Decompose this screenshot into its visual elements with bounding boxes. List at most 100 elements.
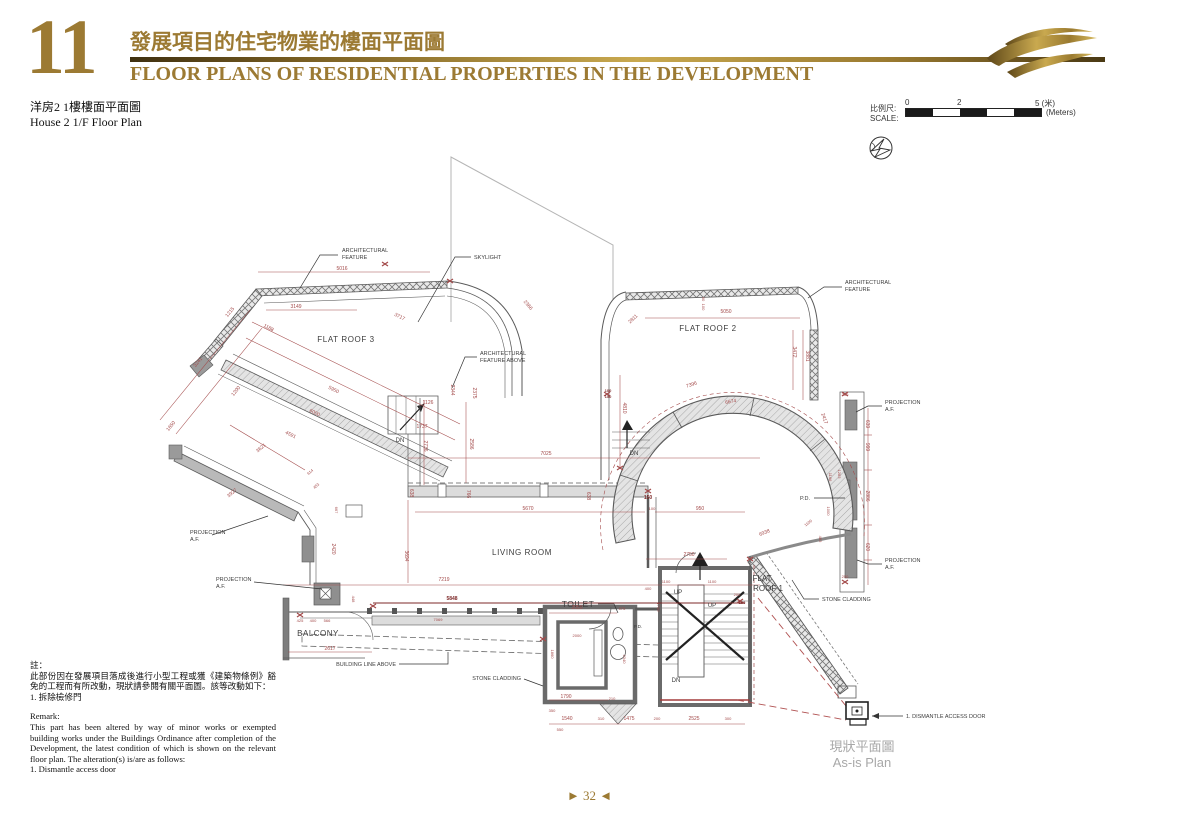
- plan-dimension: 1540: [561, 716, 572, 722]
- plan-dimension: 310: [598, 716, 605, 721]
- plan-dimension: 566: [324, 618, 331, 623]
- plan-label: ARCHITECTURAL: [342, 248, 388, 254]
- plan-label: 1. DISMANTLE ACCESS DOOR: [906, 714, 985, 720]
- plan-dimension: 200: [734, 592, 741, 597]
- plan-label: FLAT: [753, 574, 772, 583]
- plan-dimension: 2375: [471, 387, 477, 398]
- plan-label: DN: [630, 451, 639, 457]
- plan-dimension: 3241: [192, 356, 204, 369]
- plan-dimension: 5670: [522, 506, 533, 512]
- plan-dimension: 3717: [393, 312, 406, 322]
- plan-dimension: 150: [644, 495, 653, 501]
- plan-dimension: 100: [605, 388, 612, 393]
- scale-unit-meters: (Meters): [1046, 108, 1076, 117]
- plan-dimension: 1188: [262, 323, 275, 333]
- plan-dimension: 1000: [826, 507, 831, 517]
- plan-dimension: 2366: [522, 299, 534, 312]
- plan-label: LIVING ROOM: [492, 548, 552, 557]
- plan-label: A.F.: [216, 584, 226, 590]
- scale-bar-labels: 比例尺: SCALE:: [870, 104, 898, 124]
- plan-dimension: 4810: [621, 402, 627, 413]
- plan-dimension: 2617: [324, 646, 335, 652]
- plan-label: ROOF 1: [753, 584, 783, 593]
- plan-subtitle-en: House 2 1/F Floor Plan: [30, 115, 143, 129]
- north-arrow-icon: [869, 136, 893, 160]
- plan-walls: [168, 280, 865, 725]
- scale-tick-0: 0: [905, 98, 910, 107]
- plan-label: A.F.: [885, 565, 895, 571]
- plan-label: A.F.: [190, 537, 200, 543]
- note-en-title: Remark:: [30, 711, 60, 722]
- plan-dimension: 2417: [819, 412, 828, 425]
- plan-dimension: 2750: [683, 552, 694, 558]
- plan-label: STONE CLADDING: [822, 597, 871, 603]
- plan-dimension: 448: [351, 596, 356, 603]
- scale-label-zh: 比例尺:: [870, 104, 897, 113]
- page-title-en: FLOOR PLANS OF RESIDENTIAL PROPERTIES IN…: [130, 63, 814, 85]
- plan-dimension: 7069: [434, 617, 444, 622]
- plan-label: FEATURE: [845, 287, 871, 293]
- plan-dimension: 1215: [224, 306, 236, 319]
- plan-dimension: 550: [557, 727, 564, 732]
- plan-label: A.F.: [885, 407, 895, 413]
- plan-dimension: 3621: [255, 442, 268, 454]
- plan-dimension: 350: [549, 708, 556, 713]
- plan-dimension: 614: [306, 467, 315, 476]
- plan-dimension: 400: [645, 586, 652, 591]
- page-title-zh: 發展項目的住宅物業的樓面平面圖: [130, 30, 445, 54]
- plan-dimension: 150: [605, 394, 612, 399]
- plan-label: DN: [396, 438, 405, 444]
- note-zh-body: 此部份因在發展項目落成後進行小型工程或獲《建築物條例》豁免的工程而有所改動，現狀…: [30, 670, 276, 692]
- plan-label: ARCHITECTURAL: [845, 280, 891, 286]
- plan-label: UP: [708, 603, 716, 609]
- plan-dimension: 999: [864, 443, 870, 452]
- plan-dimension: 2811: [627, 313, 639, 325]
- plan-dimension: 2340: [622, 655, 627, 665]
- plan-label: PROJECTION: [885, 558, 920, 564]
- plan-dimension: 2886: [864, 490, 870, 501]
- plan-dimension: 453: [312, 481, 321, 490]
- scale-bar-segments: [905, 108, 1042, 117]
- plan-label: FEATURE ABOVE: [480, 358, 526, 364]
- plan-dimension: 2420: [330, 543, 336, 554]
- plan-dimension: 766: [465, 490, 471, 499]
- plan-dimension: 950: [696, 506, 705, 512]
- plan-dimension: 210: [609, 696, 616, 701]
- plan-dimension: 300: [725, 716, 732, 721]
- plan-dimension: 2525: [688, 716, 699, 722]
- plan-dimension: 6000: [308, 408, 321, 418]
- plan-label: P.D.: [800, 496, 810, 502]
- plan-dimension: 3472: [791, 346, 797, 357]
- plan-dimension: 2586: [468, 438, 474, 449]
- plan-dimension: 975: [619, 606, 626, 611]
- gold-divider-bar: [130, 57, 1105, 62]
- plan-dimension: 1475: [623, 716, 634, 722]
- plan-label: BALCONY: [297, 629, 339, 638]
- plan-dimension: 2736: [422, 440, 428, 451]
- plan-dimension: 638: [585, 492, 591, 501]
- remark-block: 註： 此部份因在發展項目落成後進行小型工程或獲《建築物條例》豁免的工程而有所改動…: [30, 660, 276, 775]
- plan-dimension: 250: [842, 574, 849, 579]
- plan-dimension: 3927: [226, 487, 239, 499]
- plan-label: BUILDING LINE ABOVE: [336, 662, 396, 668]
- plan-dimension: 483: [818, 536, 823, 543]
- plan-dimension: 2050: [571, 605, 582, 611]
- plan-label: TOILET: [562, 599, 595, 609]
- plan-label: PROJECTION: [190, 530, 225, 536]
- note-zh-title: 註：: [30, 660, 48, 670]
- scale-bar-ticks: 0 2 5 (米): [905, 98, 1055, 108]
- plan-dimension: 400: [310, 618, 317, 623]
- leader-lines: [211, 254, 903, 719]
- plan-dimension: 4591: [284, 430, 297, 440]
- plan-dimension: 60: [701, 297, 706, 302]
- scale-tick-2: 2: [957, 98, 962, 107]
- plan-dimension: 5848: [446, 596, 457, 602]
- plan-dimension: 2000: [573, 633, 583, 638]
- plan-dimension: 250: [842, 392, 849, 397]
- plan-subtitle: 洋房2 1樓樓面平面圖 House 2 1/F Floor Plan: [30, 100, 142, 130]
- plan-dimension: 1100: [708, 579, 717, 584]
- plan-dimension: 638: [408, 489, 414, 498]
- plan-dimension: 5950: [327, 385, 340, 395]
